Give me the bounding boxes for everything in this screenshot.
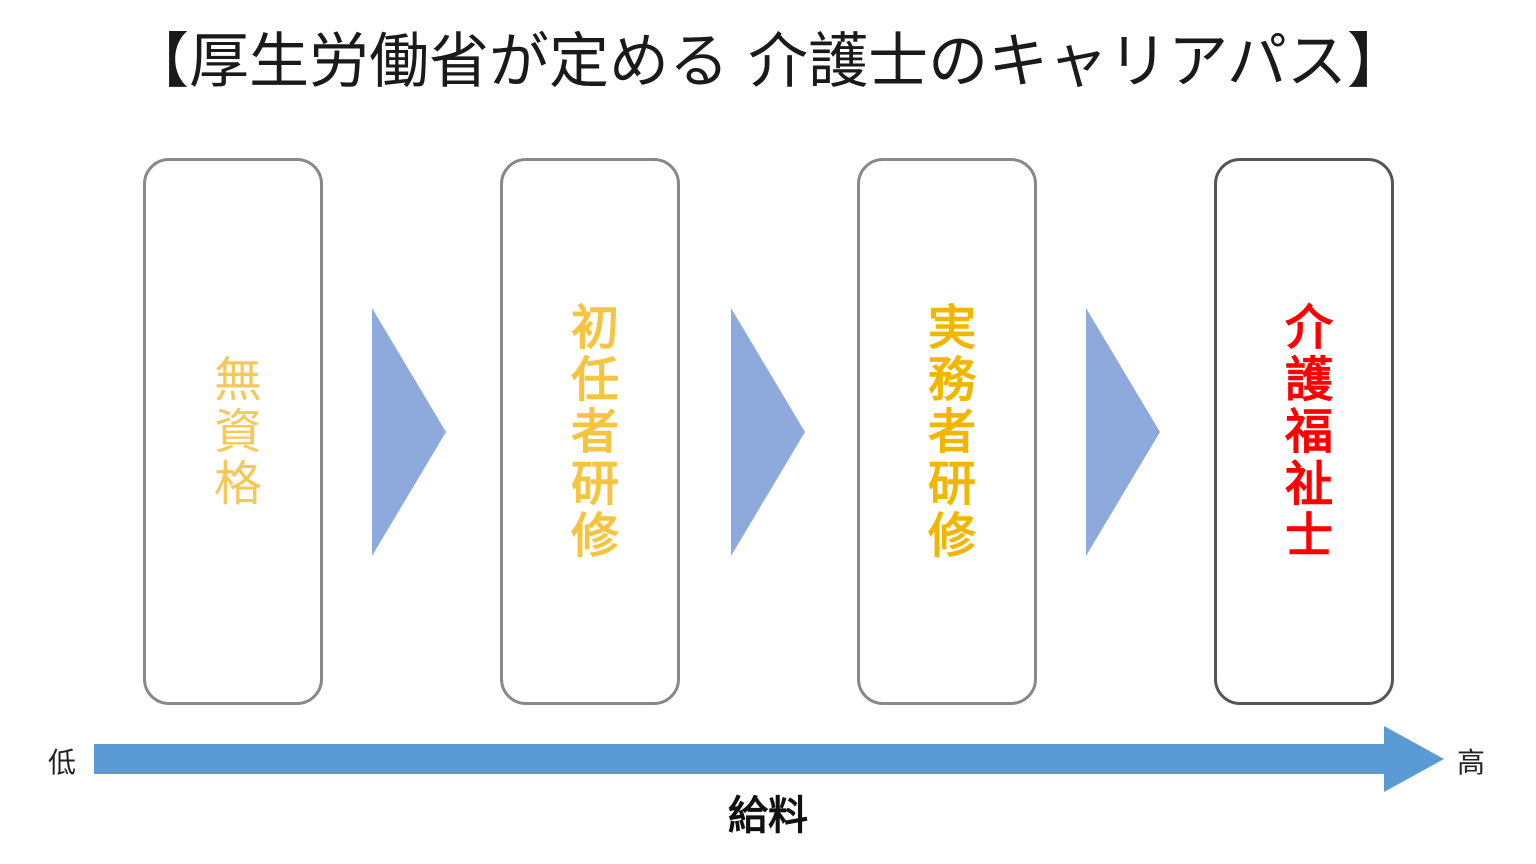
step-arrow-1 [372, 308, 446, 556]
stage-label: 初任者研修 [562, 301, 618, 562]
stage-label: 介護福祉士 [1276, 301, 1332, 562]
stage-box-no-qualification: 無資格 [143, 158, 323, 705]
stage-label: 実務者研修 [919, 301, 975, 562]
stage-label: 無資格 [205, 353, 261, 510]
stage-box-certified-care-worker: 介護福祉士 [1214, 158, 1394, 705]
stage-box-initial-training: 初任者研修 [500, 158, 680, 705]
salary-axis-label: 給料 [728, 793, 808, 839]
step-arrow-3 [1086, 308, 1160, 556]
salary-low-label: 低 [48, 746, 77, 779]
stage-box-practitioner-training: 実務者研修 [857, 158, 1037, 705]
diagram-title: 【厚生労働省が定める 介護士のキャリアパス】 [129, 27, 1407, 97]
salary-arrow [94, 726, 1444, 792]
salary-high-label: 高 [1457, 746, 1486, 779]
step-arrow-2 [731, 308, 805, 556]
